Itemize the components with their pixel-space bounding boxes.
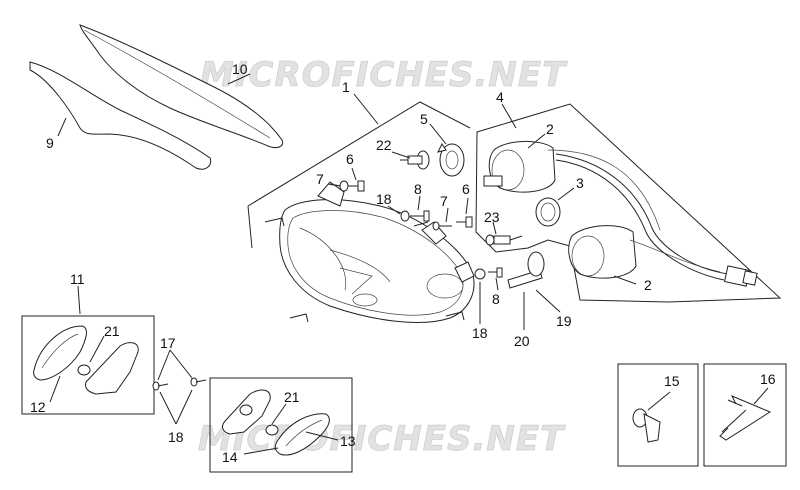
clip-marks — [264, 217, 465, 323]
label-part-8-lower: 8 — [492, 291, 500, 307]
screw-8b — [488, 267, 503, 278]
label-part-16: 16 — [760, 371, 776, 387]
screw-6b — [456, 216, 473, 228]
screw-6a — [346, 180, 365, 192]
label-part-11: 11 — [70, 271, 85, 287]
label-part-13: 13 — [340, 433, 356, 449]
indicator-housing-left — [77, 342, 139, 395]
trim-part-10 — [79, 24, 284, 149]
label-part-7-left: 7 — [316, 171, 324, 187]
label-part-7-right: 7 — [440, 193, 448, 209]
cover-part-2-lower — [568, 225, 721, 279]
label-part-15: 15 — [664, 373, 680, 389]
screw-8a — [410, 210, 430, 222]
indicator-box-13 — [209, 377, 353, 473]
indicator-lens-12 — [33, 325, 87, 381]
label-part-1: 1 — [342, 79, 350, 95]
screws-17 — [152, 377, 207, 391]
label-part-5: 5 — [420, 111, 428, 127]
label-part-2-lower: 2 — [644, 277, 652, 293]
bulb-part-23 — [485, 234, 523, 246]
label-part-19: 19 — [556, 313, 572, 329]
adjuster-part-20 — [507, 251, 545, 289]
label-part-21-left: 21 — [104, 323, 120, 339]
label-part-9: 9 — [46, 135, 54, 151]
leader-lines — [49, 73, 769, 455]
label-part-20: 20 — [514, 333, 530, 349]
label-part-22: 22 — [376, 137, 392, 153]
watermark-bottom: MICROFICHES.NET — [198, 419, 566, 459]
label-part-4: 4 — [496, 89, 504, 105]
label-part-2-upper: 2 — [546, 121, 554, 137]
indicator-housing-right — [222, 389, 279, 436]
label-part-17: 17 — [160, 335, 176, 351]
washer-18b — [474, 268, 486, 280]
label-part-10: 10 — [232, 61, 248, 77]
label-part-8-upper: 8 — [414, 181, 422, 197]
part-15-component — [632, 408, 661, 443]
box-15 — [617, 363, 699, 467]
label-part-18-left: 18 — [168, 429, 184, 445]
label-part-6-right: 6 — [462, 181, 470, 197]
assembly-outline-1 — [247, 101, 471, 249]
headlight-assembly — [279, 181, 475, 323]
bulb-part-22 — [400, 150, 430, 170]
bulb-holder-part-5 — [437, 143, 465, 177]
indicator-box-11 — [21, 315, 155, 415]
box-16 — [703, 363, 787, 467]
trim-part-9 — [29, 61, 212, 170]
washer-18a — [400, 210, 410, 222]
label-part-21-right: 21 — [284, 389, 300, 405]
label-part-14: 14 — [222, 449, 238, 465]
label-part-23: 23 — [484, 209, 500, 225]
label-part-3: 3 — [576, 175, 584, 191]
label-part-12: 12 — [30, 399, 46, 415]
wiring-harness — [555, 153, 758, 287]
ring-part-3 — [535, 197, 561, 227]
part-16-spring — [719, 395, 772, 441]
screw-7b — [432, 221, 452, 231]
label-part-18-upper: 18 — [376, 191, 392, 207]
cover-part-2-upper — [483, 140, 661, 231]
watermark-top: MICROFICHES.NET — [200, 55, 568, 95]
part-labels: 1 2 2 3 4 5 6 6 7 7 8 8 9 10 11 12 13 14… — [30, 61, 776, 465]
label-part-6-left: 6 — [346, 151, 354, 167]
label-part-18-lower: 18 — [472, 325, 488, 341]
